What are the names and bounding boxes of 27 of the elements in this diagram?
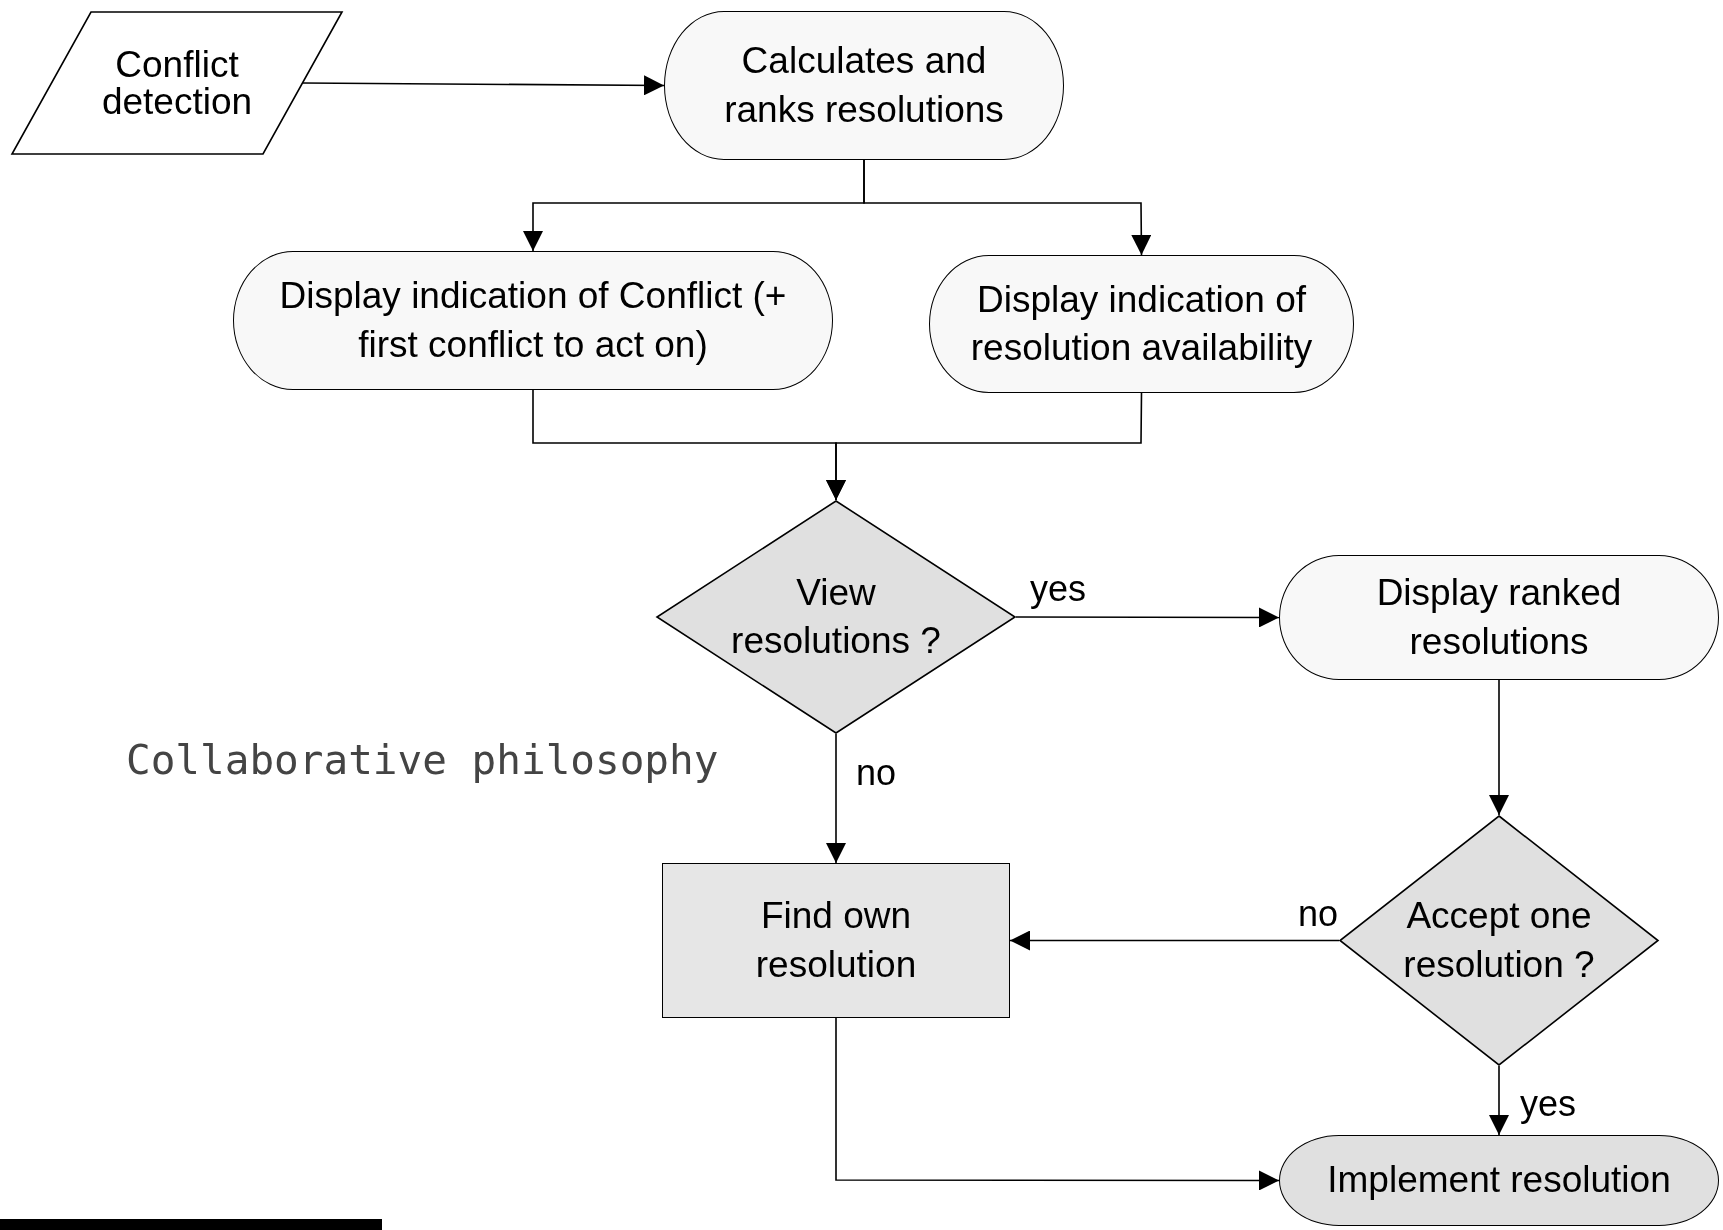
node-label: Implement resolution xyxy=(1327,1158,1671,1203)
arrow xyxy=(863,159,1152,256)
arrow xyxy=(1489,679,1509,816)
diagram-note: Collaborative philosophy xyxy=(126,736,719,784)
node-label: Find own resolution xyxy=(754,894,918,987)
edge-label: yes xyxy=(1519,1083,1577,1125)
input-parallelogram xyxy=(11,11,343,155)
decision-diamond xyxy=(1339,815,1659,1066)
node-label: Conflict detection xyxy=(100,46,254,120)
edge-label: yes xyxy=(1029,568,1087,610)
arrow xyxy=(302,75,665,96)
node-label: View resolutions ? xyxy=(730,570,942,663)
node-label: Accept one resolution ? xyxy=(1402,894,1596,987)
node-label: Display indication of Conflict (+ first conflict to act on) xyxy=(278,274,788,367)
edge-label: no xyxy=(1296,893,1339,935)
process-box xyxy=(662,863,1010,1018)
node-label: Display indication of resolution availability xyxy=(969,277,1314,370)
arrow xyxy=(826,392,1143,501)
node-label: Calculates and ranks resolutions xyxy=(723,39,1005,132)
decision-diamond xyxy=(656,500,1016,734)
arrow xyxy=(826,733,846,864)
edge-label: no xyxy=(854,752,897,794)
arrow xyxy=(835,1017,1280,1191)
node-label: Display ranked resolutions xyxy=(1375,571,1623,664)
arrow xyxy=(1489,1065,1509,1136)
arrow xyxy=(1009,930,1340,951)
arrow xyxy=(1015,607,1280,628)
